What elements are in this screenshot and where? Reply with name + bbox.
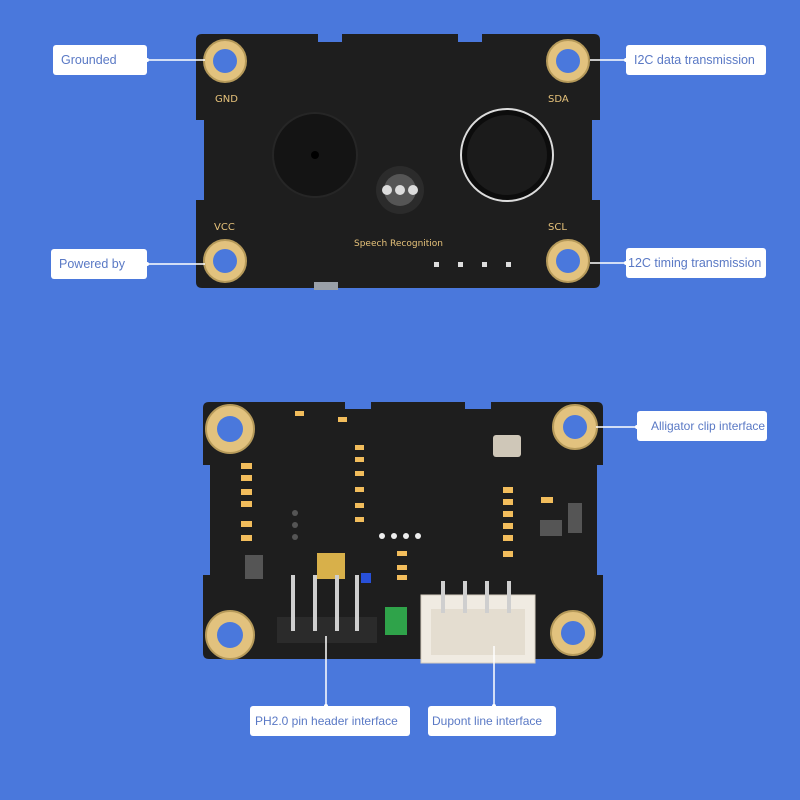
- pad-back-bottom-right: [550, 610, 596, 656]
- callout-i2c-timing: 12C timing transmission: [626, 248, 766, 278]
- pad-scl: [546, 239, 590, 283]
- speech-recognition-text: Speech Recognition: [354, 239, 443, 249]
- callout-powered-by: Powered by: [51, 249, 147, 279]
- pad-back-top-left: [205, 404, 255, 454]
- pad-gnd: [203, 39, 247, 83]
- bottom-board: [203, 402, 603, 664]
- callout-ph20-header: PH2.0 pin header interface: [250, 706, 410, 736]
- pad-back-top-right: [552, 404, 598, 450]
- pin-label-vcc: VCC: [214, 222, 235, 233]
- pcb-outline: [196, 34, 600, 288]
- callout-alligator-clip: Alligator clip interface: [637, 411, 767, 441]
- pad-vcc: [203, 239, 247, 283]
- callout-grounded: Grounded: [53, 45, 147, 75]
- pad-back-bottom-left: [205, 610, 255, 660]
- pad-sda: [546, 39, 590, 83]
- top-board: GND SDA VCC SCL Speech Recognition: [196, 34, 600, 290]
- pin-label-gnd: GND: [215, 94, 238, 105]
- pin-label-sda: SDA: [548, 94, 569, 105]
- dupont-connector: [420, 581, 536, 664]
- callout-dupont: Dupont line interface: [428, 706, 556, 736]
- pin-header: [277, 575, 377, 643]
- callout-i2c-data: I2C data transmission: [626, 45, 766, 75]
- speaker-hole: [311, 151, 319, 159]
- pin-label-scl: SCL: [548, 222, 567, 233]
